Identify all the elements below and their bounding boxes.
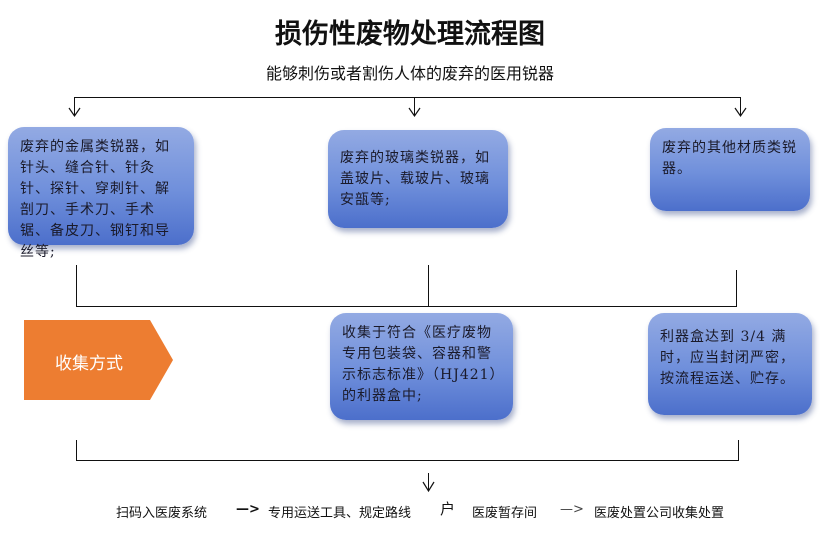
- process-arrow: —>: [560, 502, 584, 517]
- process-step: 扫码入医废系统: [116, 506, 208, 521]
- category-other-text: 废弃的其他材质类锐器。: [662, 140, 797, 177]
- arrow-down-icon: [422, 481, 435, 493]
- connector-line: [76, 460, 739, 461]
- collection-method-shape: [24, 320, 173, 400]
- connector-line: [74, 97, 741, 98]
- process-arrow: 户: [440, 500, 456, 518]
- connector-line: [76, 306, 737, 307]
- collection-method-box: 收集于符合《医疗废物专用包装袋、容器和警示标志标准》（HJ421）的利器盒中;: [330, 313, 513, 420]
- arrow-down-icon: [734, 107, 747, 118]
- category-glass-text: 废弃的玻璃类锐器，如盖玻片、载玻片、玻璃安瓿等;: [340, 150, 490, 208]
- connector-line: [414, 97, 415, 115]
- collection-method-label: 收集方式: [55, 354, 123, 374]
- connector-line: [428, 473, 429, 490]
- connector-line: [76, 440, 77, 461]
- collection-method-text: 收集于符合《医疗废物专用包装袋、容器和警示标志标准》（HJ421）的利器盒中;: [342, 325, 498, 404]
- collection-note-text: 利器盒达到 3/4 满时，应当封闭严密，按流程运送、贮存。: [660, 329, 795, 387]
- category-other-box: 废弃的其他材质类锐器。: [650, 128, 810, 211]
- connector-line: [738, 440, 739, 461]
- subtitle: 能够刺伤或者割伤人体的废弃的医用锐器: [265, 64, 554, 83]
- category-metal-box: 废弃的金属类锐器，如针头、缝合针、针灸针、探针、穿刺针、解剖刀、手术刀、手术锯、…: [8, 127, 194, 260]
- arrow-down-icon: [408, 107, 421, 118]
- category-metal-text: 废弃的金属类锐器，如针头、缝合针、针灸针、探针、穿刺针、解剖刀、手术刀、手术锯、…: [20, 139, 170, 260]
- connector-line: [736, 270, 737, 307]
- connector-line: [74, 97, 75, 115]
- page-title: 损伤性废物处理流程图: [275, 19, 545, 50]
- connector-line: [428, 265, 429, 307]
- process-arrow: —>: [236, 502, 260, 517]
- collection-note-box: 利器盒达到 3/4 满时，应当封闭严密，按流程运送、贮存。: [648, 313, 812, 415]
- category-glass-box: 废弃的玻璃类锐器，如盖玻片、载玻片、玻璃安瓿等;: [328, 130, 508, 228]
- process-step: 专用运送工具、规定路线: [268, 506, 412, 521]
- connector-line: [76, 265, 77, 307]
- process-step: 医废暂存间: [472, 506, 538, 521]
- connector-line: [740, 97, 741, 115]
- process-step: 医废处置公司收集处置: [594, 506, 725, 521]
- arrow-down-icon: [68, 107, 81, 118]
